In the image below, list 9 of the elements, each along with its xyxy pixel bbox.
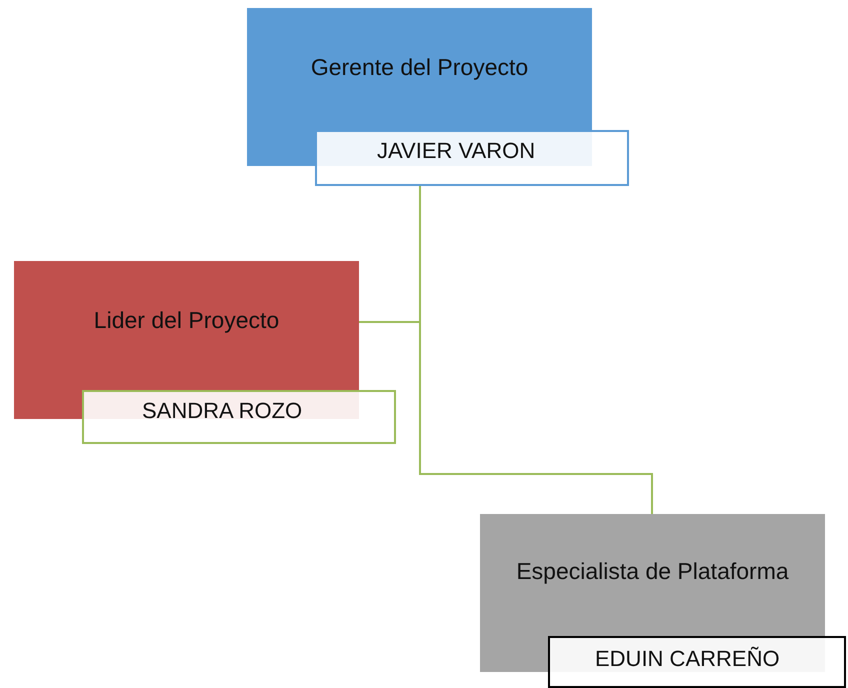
name-box	[315, 130, 629, 186]
role-title: Gerente del Proyecto	[310, 54, 530, 81]
person-name: SANDRA ROZO	[142, 398, 302, 424]
name-box	[82, 390, 396, 444]
role-title: Lider del Proyecto	[92, 307, 280, 334]
name-box	[548, 636, 846, 688]
person-name: EDUIN CARREÑO	[595, 646, 780, 672]
role-title: Especialista de Plataforma	[515, 558, 790, 585]
person-name: JAVIER VARON	[377, 138, 536, 164]
